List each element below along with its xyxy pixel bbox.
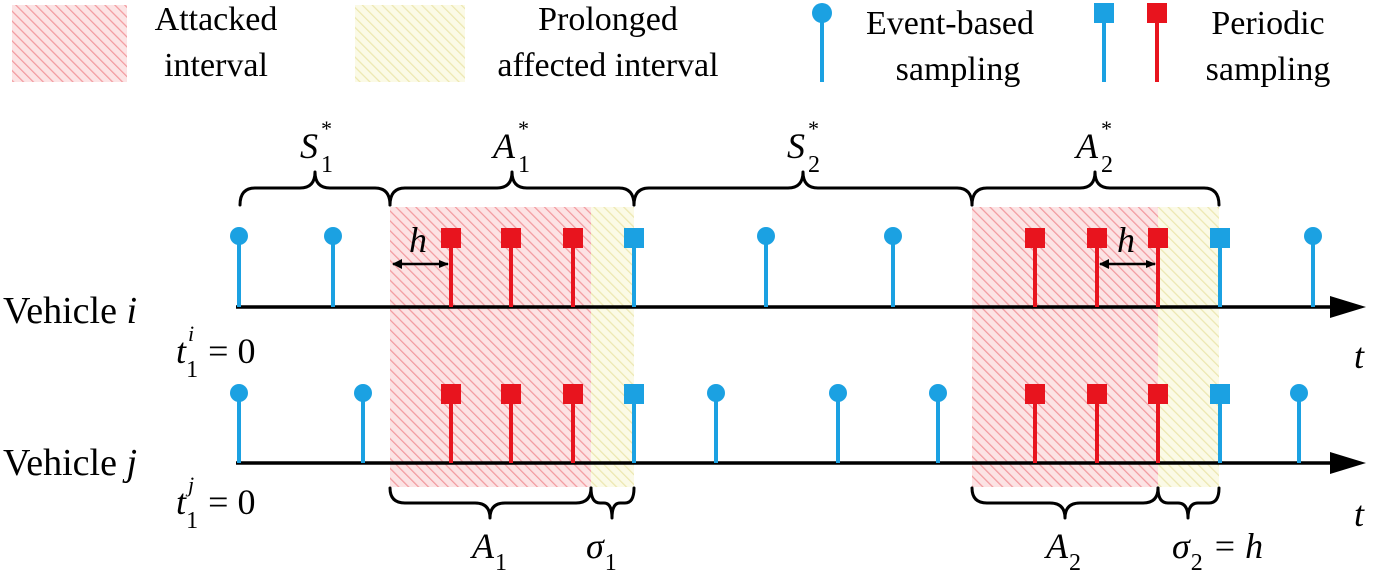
prolonged-region-2 <box>1158 207 1219 487</box>
legend-attacked-line1: Attacked <box>155 1 278 38</box>
legend-attacked-line2: interval <box>164 47 268 84</box>
vehicle-i-event-samples <box>230 227 1322 307</box>
top-braces: S*1 A*1 S*2 A*2 <box>238 116 1221 207</box>
label-s1-star: S*1 <box>300 116 333 178</box>
label-a2: A2 <box>1044 526 1081 576</box>
h-label-1: h <box>409 220 427 260</box>
legend-event-marker <box>812 3 832 82</box>
legend-prolonged-swatch <box>355 5 465 82</box>
attacked-region-2 <box>972 207 1158 487</box>
legend-periodic-blue-marker <box>1094 3 1114 82</box>
vehicle-j-periodic-samples <box>441 384 1230 463</box>
label-a1-star: A*1 <box>491 116 530 178</box>
bottom-braces: A1 σ1 A2 σ2=h <box>388 486 1263 576</box>
brace-a1-bottom <box>388 486 593 520</box>
brace-s2 <box>632 170 974 207</box>
brace-s1 <box>238 170 392 207</box>
vehicle-i-label: Vehicle i <box>3 290 137 332</box>
brace-sigma1 <box>589 486 636 520</box>
shaded-regions <box>390 207 1219 487</box>
brace-a1 <box>388 170 636 207</box>
vehicle-j-label: Vehicle j <box>3 442 137 484</box>
label-sigma1: σ1 <box>586 526 617 576</box>
brace-sigma2 <box>1156 486 1221 520</box>
vehicle-j-event-samples <box>230 384 1308 463</box>
label-sigma2: σ2=h <box>1172 526 1263 576</box>
label-s2-star: S*2 <box>787 116 820 178</box>
legend-periodic-line1: Periodic <box>1211 5 1324 42</box>
vehicle-j-time-axis-label: t <box>1354 494 1365 534</box>
legend-periodic-red-marker <box>1147 3 1167 82</box>
vehicle-i-time-axis-label: t <box>1354 336 1365 376</box>
h-label-2: h <box>1117 220 1135 260</box>
label-a2-star: A*2 <box>1074 116 1113 178</box>
legend-prolonged-line2: affected interval <box>497 47 718 84</box>
vehicle-i-periodic-samples <box>441 228 1230 307</box>
legend-event-line1: Event-based <box>866 5 1034 42</box>
legend-prolonged-line1: Prolonged <box>538 1 678 38</box>
vehicle-j-axis-arrow-icon <box>1330 452 1366 474</box>
legend: Attacked interval Prolonged affected int… <box>12 1 1330 88</box>
prolonged-region-1 <box>591 207 634 487</box>
h-interval-marker-1: h <box>392 220 449 269</box>
vehicle-i-axis-arrow-icon <box>1330 296 1366 318</box>
brace-a2 <box>970 170 1221 207</box>
brace-a2-bottom <box>970 486 1160 520</box>
legend-attacked-swatch <box>12 5 127 82</box>
legend-event-line2: sampling <box>896 51 1021 88</box>
h-interval-marker-2: h <box>1099 220 1156 269</box>
legend-periodic-line2: sampling <box>1206 51 1331 88</box>
label-a1: A1 <box>470 526 507 576</box>
attacked-region-1 <box>390 207 591 487</box>
